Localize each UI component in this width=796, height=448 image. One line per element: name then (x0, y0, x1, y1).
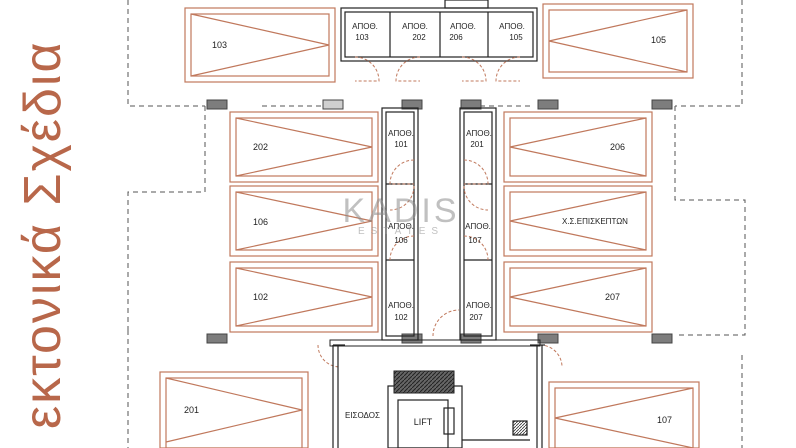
watermark-brand: KADIS (342, 192, 460, 230)
lift-label: LIFT (414, 417, 433, 427)
entrance-label: ΕΙΣΟΔΟΣ (345, 411, 380, 420)
parking-space-107 (548, 381, 700, 448)
parking-space-207 (503, 261, 653, 333)
storage-label-106-l2: 106 (394, 236, 408, 245)
storage-label-107-l2: 107 (468, 236, 482, 245)
parking-space-106 (229, 185, 379, 257)
storage-label-206-l2: 206 (449, 33, 463, 42)
parking-space-201 (159, 371, 309, 448)
parking-label-visitors: Χ.Σ.ΕΠΙΣΚΕΠΤΩΝ (562, 217, 628, 226)
storage-label-103-l1: ΑΠΟΘ. (352, 22, 378, 31)
parking-label-201: 201 (184, 405, 199, 415)
storage-label-207-l2: 207 (469, 313, 483, 322)
parking-space-206 (503, 111, 653, 183)
storage-label-201-l2: 201 (470, 140, 484, 149)
parking-space-103 (184, 7, 336, 83)
parking-label-207: 207 (605, 292, 620, 302)
storage-label-107-l1: ΑΠΟΘ. (465, 222, 491, 231)
parking-label-103: 103 (212, 40, 227, 50)
parking-space-202 (229, 111, 379, 183)
parking-space-105 (542, 3, 694, 79)
side-title: εκτονικά Σχέδια (14, 40, 72, 429)
lift-machine (393, 370, 455, 394)
storage-label-206-l1: ΑΠΟΘ. (450, 22, 476, 31)
parking-label-202: 202 (253, 142, 268, 152)
parking-label-102: 102 (253, 292, 268, 302)
storage-label-102-l1: ΑΠΟΘ. (388, 301, 414, 310)
storage-label-105-l2: 105 (509, 33, 523, 42)
parking-label-107: 107 (657, 415, 672, 425)
storage-label-201-l1: ΑΠΟΘ. (466, 129, 492, 138)
parking-space-102 (229, 261, 379, 333)
storage-label-202-l1: ΑΠΟΘ. (402, 22, 428, 31)
watermark-logo: KADIS ESTATES (336, 192, 466, 237)
parking-label-106: 106 (253, 217, 268, 227)
storage-label-101-l1: ΑΠΟΘ. (388, 129, 414, 138)
entrance-gate (329, 339, 541, 347)
watermark-sub: ESTATES (357, 226, 445, 237)
columns (206, 99, 673, 344)
parking-label-105: 105 (651, 35, 666, 45)
door-swings (317, 56, 563, 368)
storage-label-207-l1: ΑΠΟΘ. (466, 301, 492, 310)
parking-label-206: 206 (610, 142, 625, 152)
storage-label-106-l1: ΑΠΟΘ. (388, 222, 414, 231)
storage-label-103-l2: 103 (355, 33, 369, 42)
storage-label-102-l2: 102 (394, 313, 408, 322)
storage-label-202-l2: 202 (412, 33, 426, 42)
parking-spaces (159, 3, 700, 448)
storage-rooms (340, 0, 538, 341)
storage-label-105-l1: ΑΠΟΘ. (499, 22, 525, 31)
parking-space-visitors (503, 185, 653, 257)
storage-label-101-l2: 101 (394, 140, 408, 149)
core-walls (332, 344, 545, 448)
